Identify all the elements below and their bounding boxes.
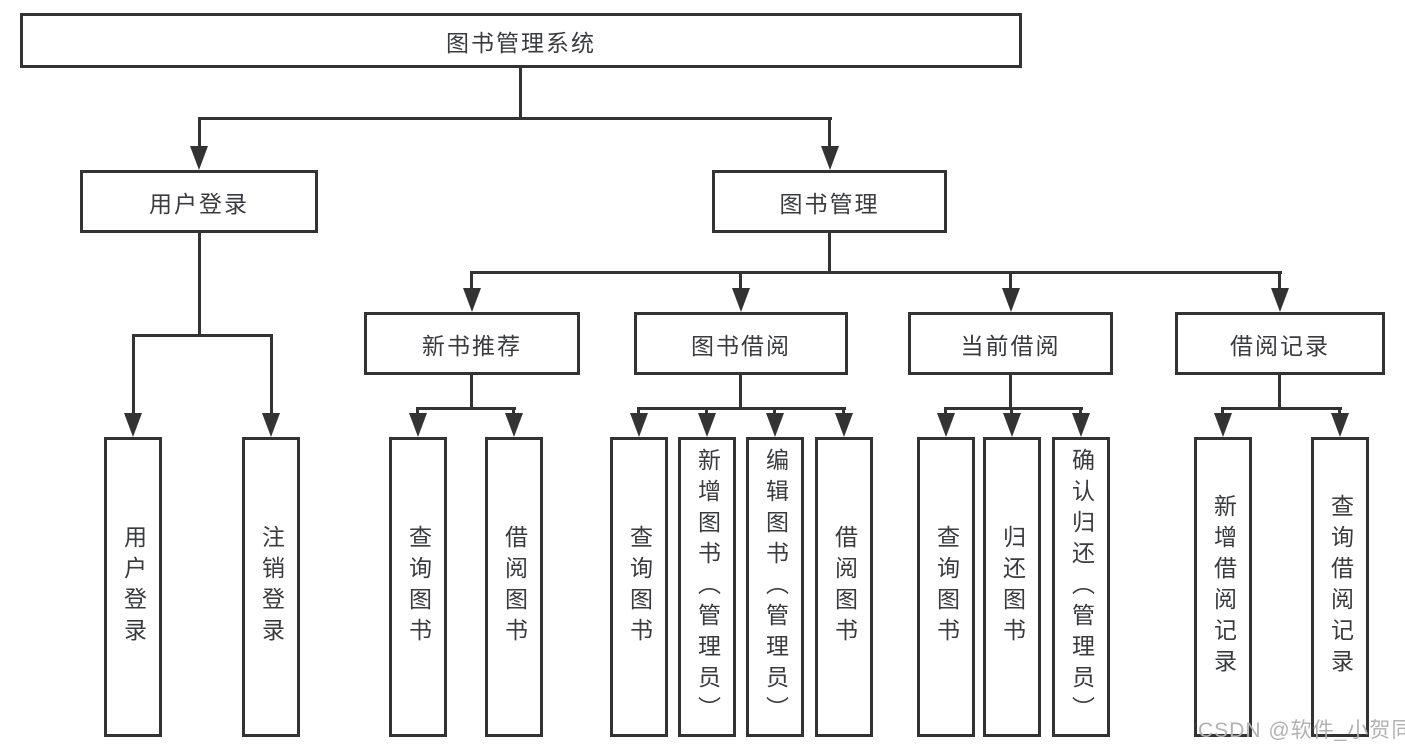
arrowhead-g3-2 xyxy=(1003,413,1021,437)
connector-stem-book xyxy=(828,117,831,150)
connector-stem-g3-2 xyxy=(1010,407,1013,417)
leaf-add-borrow-record-label: 新增借阅记录 xyxy=(1210,494,1237,680)
connector-stem-g4-2 xyxy=(1338,407,1341,417)
leaf-user-login: 用户登录 xyxy=(104,437,162,737)
arrowhead-g2-2 xyxy=(698,413,716,437)
connector-root-stem xyxy=(519,68,522,120)
connector-stem-l3-3 xyxy=(1009,271,1012,290)
leaf-borrow-books-recommend: 借阅图书 xyxy=(485,437,543,737)
leaf-return-books-label: 归还图书 xyxy=(999,525,1026,649)
connector-stem-g3-3 xyxy=(1079,407,1082,417)
leaf-confirm-return-admin-label: 确认归还（管理员） xyxy=(1068,447,1095,727)
leaf-confirm-return-admin: 确认归还（管理员） xyxy=(1052,437,1110,737)
connector-level1-hline xyxy=(198,117,832,120)
leaf-query-books-borrow: 查询图书 xyxy=(610,437,668,737)
arrowhead-g3-3 xyxy=(1072,413,1090,437)
connector-stem-g0-1 xyxy=(132,334,135,415)
leaf-query-books-recommend-label: 查询图书 xyxy=(405,525,432,649)
leaf-borrow-books: 借阅图书 xyxy=(815,437,873,737)
arrowhead-g3-1 xyxy=(937,413,955,437)
node-book-borrow: 图书借阅 xyxy=(634,312,848,375)
arrowhead-g4-2 xyxy=(1331,413,1349,437)
connector-stem-g2-3 xyxy=(773,407,776,417)
leaf-logout-label: 注销登录 xyxy=(258,525,285,649)
arrowhead-book xyxy=(821,146,839,170)
csdn-watermark: CSDN @软件_小贺同学 xyxy=(1198,719,1405,742)
arrowhead-g1-2 xyxy=(505,413,523,437)
leaf-add-books-admin-label: 新增图书（管理员） xyxy=(694,447,721,727)
node-book-management: 图书管理 xyxy=(712,170,947,233)
connector-stem-g3-1 xyxy=(944,407,947,417)
node-root: 图书管理系统 xyxy=(20,13,1022,68)
node-current-borrow: 当前借阅 xyxy=(908,312,1113,375)
leaf-logout: 注销登录 xyxy=(242,437,300,737)
connector-stem-user xyxy=(198,117,201,150)
node-user-login-label: 用户登录 xyxy=(149,190,249,217)
arrowhead-l3-1 xyxy=(463,288,481,312)
arrowhead-g0-2 xyxy=(262,413,280,437)
leaf-add-books-admin: 新增图书（管理员） xyxy=(678,437,736,737)
node-new-book-recommend: 新书推荐 xyxy=(364,312,580,375)
connector-user-hline xyxy=(132,334,273,337)
node-user-login: 用户登录 xyxy=(80,170,318,233)
connector-stem-g2-1 xyxy=(637,407,640,417)
connector-stem-g4-1 xyxy=(1221,407,1224,417)
connector-stem-l3-2 xyxy=(739,271,742,290)
connector-stem-g0-2 xyxy=(270,334,273,415)
connector-stem-g1-1 xyxy=(416,407,419,417)
leaf-edit-books-admin: 编辑图书（管理员） xyxy=(746,437,804,737)
connector-stem-l3-4 xyxy=(1278,271,1281,290)
arrowhead-g2-1 xyxy=(630,413,648,437)
connector-user-stem xyxy=(198,233,201,337)
leaf-user-login-label: 用户登录 xyxy=(120,525,147,649)
arrowhead-l3-3 xyxy=(1002,288,1020,312)
connector-g4-hline xyxy=(1221,407,1342,410)
connector-stem-g1-2 xyxy=(512,407,515,417)
arrowhead-l3-4 xyxy=(1271,288,1289,312)
connector-stem-g2-4 xyxy=(842,407,845,417)
leaf-edit-books-admin-label: 编辑图书（管理员） xyxy=(762,447,789,727)
leaf-query-books-current-label: 查询图书 xyxy=(933,525,960,649)
connector-stem-l3-1 xyxy=(470,271,473,290)
arrowhead-g0-1 xyxy=(124,413,142,437)
connector-g3-stem xyxy=(1009,375,1012,410)
leaf-query-books-current: 查询图书 xyxy=(917,437,975,737)
connector-g4-stem xyxy=(1278,375,1281,410)
node-borrow-records: 借阅记录 xyxy=(1175,312,1385,375)
leaf-add-borrow-record: 新增借阅记录 xyxy=(1194,437,1252,737)
node-root-label: 图书管理系统 xyxy=(446,29,596,56)
connector-g2-stem xyxy=(739,375,742,410)
node-book-borrow-label: 图书借阅 xyxy=(691,332,791,359)
arrowhead-g1-1 xyxy=(409,413,427,437)
connector-g3-hline xyxy=(944,407,1083,410)
node-current-borrow-label: 当前借阅 xyxy=(960,332,1061,359)
connector-stem-g2-2 xyxy=(705,407,708,417)
connector-book-stem xyxy=(828,233,831,274)
arrowhead-l3-2 xyxy=(732,288,750,312)
connector-g1-hline xyxy=(416,407,516,410)
connector-g2-hline xyxy=(637,407,846,410)
node-book-management-label: 图书管理 xyxy=(779,190,880,217)
leaf-query-books-recommend: 查询图书 xyxy=(389,437,447,737)
connector-level3-hline xyxy=(470,271,1282,274)
arrowhead-g4-1 xyxy=(1214,413,1232,437)
leaf-return-books: 归还图书 xyxy=(983,437,1041,737)
node-borrow-records-label: 借阅记录 xyxy=(1230,332,1330,359)
leaf-query-books-borrow-label: 查询图书 xyxy=(626,525,653,649)
leaf-borrow-books-recommend-label: 借阅图书 xyxy=(501,525,528,649)
connector-g1-stem xyxy=(470,375,473,410)
leaf-borrow-books-label: 借阅图书 xyxy=(831,525,858,649)
arrowhead-user xyxy=(190,146,208,170)
leaf-query-borrow-record-label: 查询借阅记录 xyxy=(1327,494,1354,680)
arrowhead-g2-3 xyxy=(766,413,784,437)
node-new-book-recommend-label: 新书推荐 xyxy=(422,332,522,359)
leaf-query-borrow-record: 查询借阅记录 xyxy=(1311,437,1369,737)
arrowhead-g2-4 xyxy=(835,413,853,437)
